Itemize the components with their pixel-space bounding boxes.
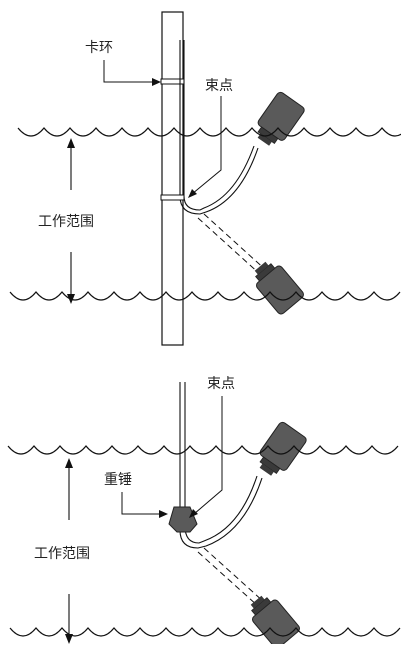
tie-point-label: 束点 [205,78,233,94]
tie-point-band [160,194,185,201]
weight-label: 重锤 [104,472,132,488]
bottom-tie-point-label: 束点 [207,376,235,392]
bottom-lower-water-surface [9,627,401,637]
lower-sensor [254,261,304,315]
bottom-travel-dashed-line-a [197,551,259,607]
bottom-lower-sensor [250,595,300,649]
upper-sensor [257,91,305,146]
tie-point-leader-line [191,96,222,195]
weight-leader-arrow [159,510,168,518]
mounting-post [161,11,184,346]
sensor-cable-inner [183,40,255,211]
lower-water-surface [9,291,401,301]
top-diagram: 卡环 束点 工作范围 [9,11,401,346]
working-range-label: 工作范围 [38,213,94,230]
hanging-cable-inner [184,382,258,544]
bottom-tie-point-leader-line [193,396,223,515]
clamp-leader-arrow [152,78,161,86]
bottom-upper-water-surface [7,445,399,455]
bottom-working-range-arrows [65,458,73,644]
sensor-cable [179,40,259,215]
sensor-travel-dashed-line-a [197,217,263,277]
weight-leader-line [121,492,162,515]
upper-water-surface [17,127,401,137]
bottom-working-range-label: 工作范围 [34,545,90,562]
bottom-travel-dashed-line-b [203,547,265,603]
sensor-travel-dashed-line-b [203,213,269,273]
working-range-arrows [67,138,75,304]
clamp-label: 卡环 [85,40,113,56]
bottom-diagram: 束点 重锤 工作范围 [7,376,401,649]
bottom-upper-sensor [259,421,307,476]
clamp-leader-line [103,60,156,83]
bottom-tie-point-leader-arrow [189,509,198,518]
hanging-cable [179,382,263,549]
heavy-weight [168,506,198,533]
tie-point-leader-arrow [188,189,197,198]
